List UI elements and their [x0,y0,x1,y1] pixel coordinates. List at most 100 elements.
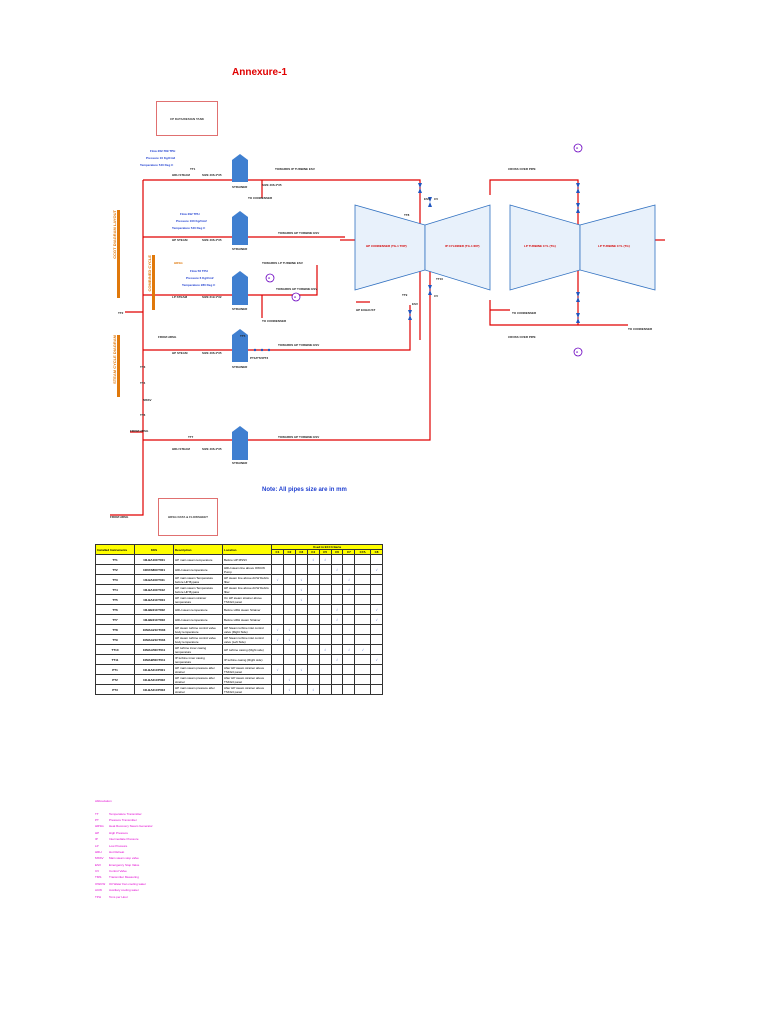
pt-point-2 [260,348,264,352]
cell-check-c1 [271,654,284,665]
cell-check-c6 [330,684,344,695]
cell-check-c1 [271,684,284,695]
side-label-middle: COMBINED CYCLE [147,255,152,292]
cell-check-c8: √ [370,604,383,615]
cell-check-c4 [306,574,320,585]
cell-check-c7: √ [342,574,356,585]
cell-check-c6 [330,574,344,585]
cell-desc: HP steam turbine control valve body temp… [173,634,223,645]
cell-check-c2 [282,604,296,615]
cell-loc: IP turbine casing (Right side) [222,654,272,665]
cell-check-c8 [370,664,383,675]
cell-loc: After HP steam strainer above TSKG3 pane… [222,664,272,675]
side-bar-lower [117,335,120,397]
cell-check-c7a [354,604,372,615]
abbreviation-value: Low Pressure [109,843,128,848]
cell-check-c6 [330,594,344,605]
label-tt7: TT7 [188,435,194,439]
cell-check-c7 [342,674,356,685]
label-tt5: TT5 [240,334,246,338]
valve-co-1 [576,183,580,193]
cell-inst: TT5 [95,594,135,605]
side-label-outer: CCGT DIAGRAM LAYOUT [112,210,117,259]
cell-inst: PT2 [95,674,135,685]
hrsg-label: HRSG [174,261,183,265]
turbine-label-2: IP CYLINDER (TG-1 IDP) [445,244,480,248]
label-size-d: SIZE 219.1*32 [202,295,222,299]
cell-check-c8 [370,634,383,645]
ip-temperature: Temperature 540 Deg C [172,226,206,230]
cell-desc: HP main steam pressure after strainer [173,664,223,675]
cell-kks: 10LBA21CP001 [134,664,174,675]
label-crh-steam: HRH STEAM [172,447,190,451]
cell-check-c2: √ [282,624,296,635]
label-size-a: SIZE 406.4*35 [202,173,222,177]
cell-check-c7 [342,624,356,635]
cell-check-c3 [294,684,308,695]
label-to-condenser-4: TO CONDENSER [628,327,653,331]
cell-check-c3: √ [294,574,308,585]
cell-desc: HRH steam temperature [173,614,223,625]
cell-check-c8: √ [370,614,383,625]
cell-check-c1 [271,584,284,595]
valve-cv-top [428,197,432,207]
cell-check-c6: √ [330,604,344,615]
cell-desc: HP main steam temperature [173,554,223,565]
abbreviation-value: Temperature Transmitter [109,811,142,816]
cell-check-c2 [282,584,296,595]
cell-kks: 10LBA21CP002 [134,674,174,685]
lp-turbine-2 [579,204,656,291]
cell-check-c3 [294,624,308,635]
label-strainer-4: STRAINER [232,365,248,369]
label-size-b: SIZE 406.4*35 [262,183,282,187]
label-to-condenser-2: TO CONDENSER [262,319,287,323]
cell-desc: IP turbine inner casing temperature [173,654,223,665]
cell-check-c1 [271,644,284,655]
cell-inst: TT11 [95,654,135,665]
valve-esv-bottom [408,310,412,320]
valves [253,183,580,352]
cell-check-c5 [318,594,332,605]
cell-check-c2: √ [282,684,296,695]
cell-check-c5 [318,654,332,665]
page-title: Annexure-1 [232,67,288,78]
label-towards-hp: TOWARDS HP TURBINE ESV [278,231,320,235]
cell-kks: 10LBA21CT004 [134,594,174,605]
cell-check-c4 [306,634,320,645]
abbreviation-key: HP [95,830,100,835]
label-size-e: SIZE 406.4*35 [202,351,222,355]
label-ip-steam: LP STEAM [172,295,188,299]
circle-letter-3: A [268,275,271,280]
cell-check-c1 [271,614,284,625]
strainer-4 [232,329,248,362]
label-cv-top: CV [434,197,439,201]
cell-check-c4 [306,624,320,635]
bottom-box: HRSG DATA & FLOWSHEET [158,498,218,536]
cell-desc: HRH steam temperature [173,564,223,575]
cell-check-c5 [318,634,332,645]
cell-check-c2 [282,564,296,575]
cell-check-c3 [294,644,308,655]
cell-kks: 10MAA50CT011 [134,644,174,655]
cell-loc: HP Steam turbine inlet control valve (Ri… [222,624,272,635]
cell-check-c7 [342,634,356,645]
abbreviation-key: IP [95,837,98,842]
cell-check-c2 [282,644,296,655]
pt-point-3 [267,348,271,352]
label-towards-hp2: TOWARDS HP TURBINE ESV [276,287,318,291]
cell-loc: HP steam line above ACW Debris filter [222,574,272,585]
label-hp-exhaust: HP EXHAUST [356,308,376,312]
cell-check-c1: √ [271,574,284,585]
cell-kks: 10LBA21CP003 [134,684,174,695]
cell-loc: After HP steam strainer above TSKG3 pane… [222,674,272,685]
cell-check-c4 [306,604,320,615]
cell-check-c1: √ [271,624,284,635]
side-bars [117,210,155,397]
strainer-5 [232,426,248,460]
label-to-condenser-3: TO CONDENSER [512,311,537,315]
